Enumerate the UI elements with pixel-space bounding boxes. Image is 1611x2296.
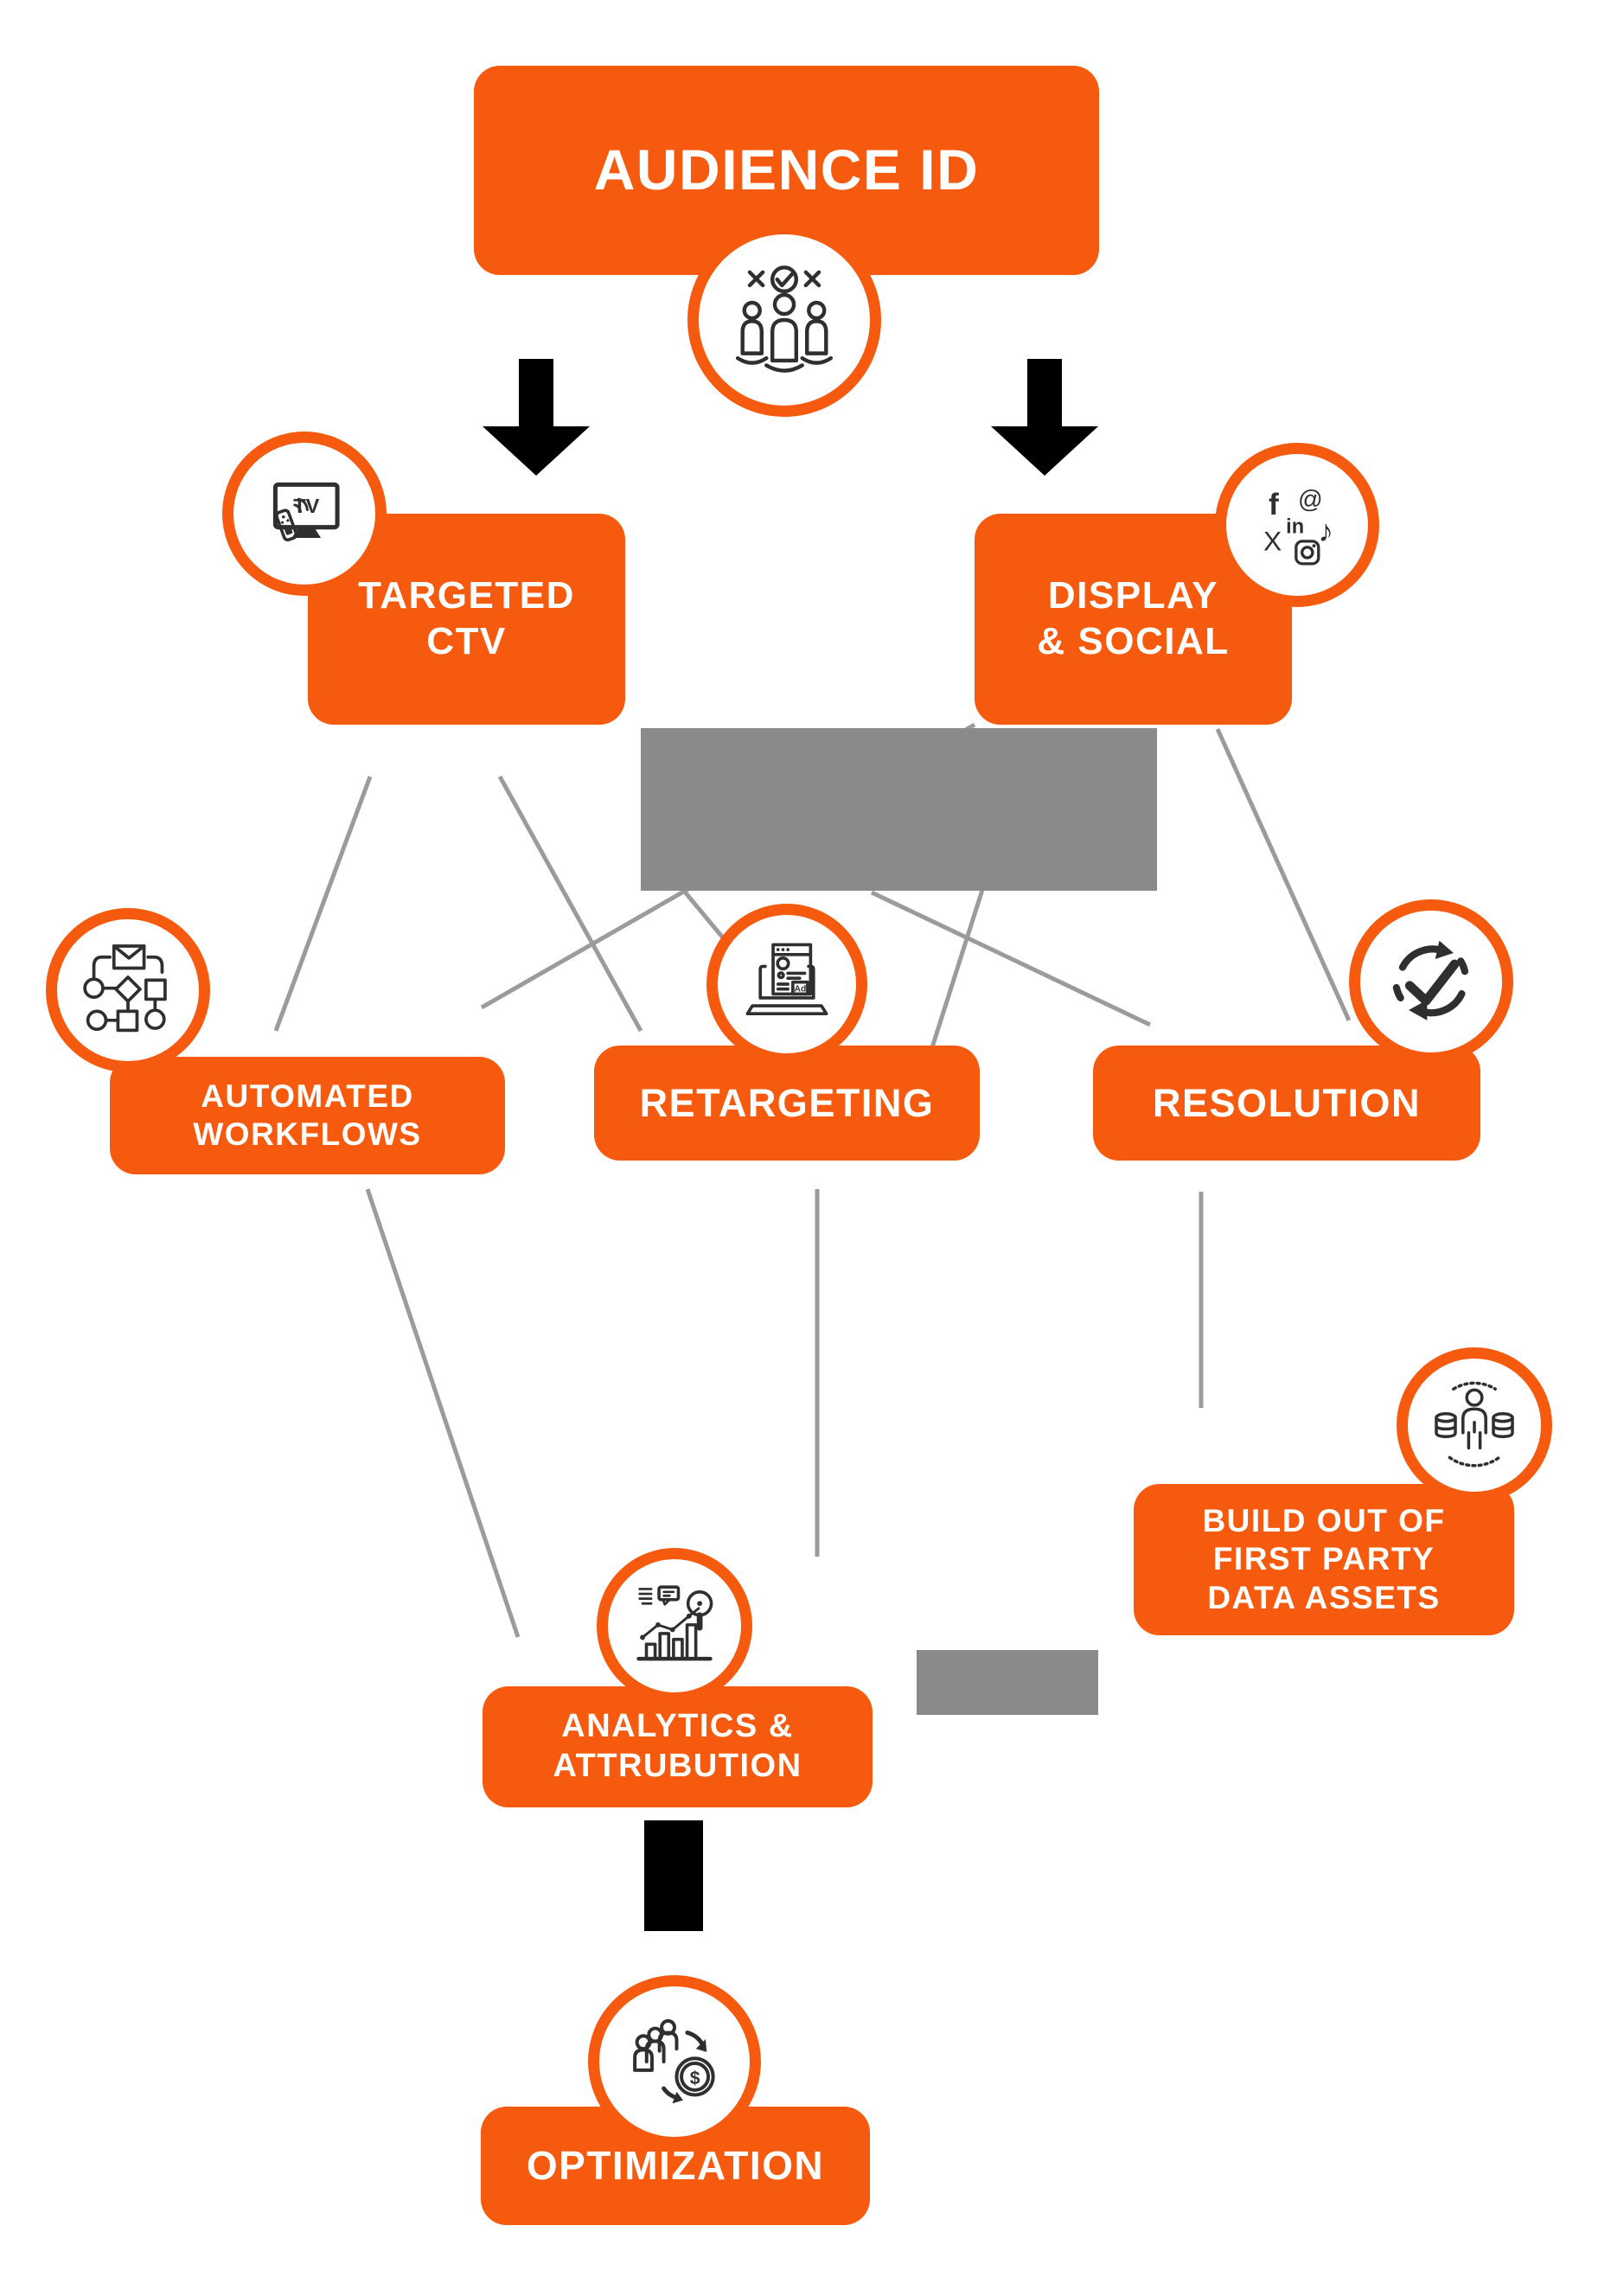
- node-label: CTV: [426, 620, 507, 662]
- facebook-icon: f: [1269, 488, 1279, 521]
- node-retargeting: RETARGETING: [594, 1046, 980, 1161]
- node-label: & SOCIAL: [1037, 620, 1230, 662]
- node-display-social: DISPLAY & SOCIAL: [975, 514, 1292, 725]
- down-arrow-right-icon: [991, 359, 1098, 476]
- connector: [365, 1188, 521, 1638]
- node-label: OPTIMIZATION: [526, 2142, 825, 2188]
- node-label: WORKFLOWS: [193, 1116, 422, 1152]
- sync-check-icon: [1349, 899, 1513, 1064]
- node-label: RETARGETING: [639, 1080, 935, 1125]
- dollar-label: $: [690, 2069, 700, 2088]
- instagram-icon: [1295, 540, 1320, 566]
- node-label: ANALYTICS &: [561, 1708, 794, 1745]
- node-first-party-data: BUILD OUT OF FIRST PARTY DATA ASSETS: [1134, 1484, 1514, 1635]
- redacted-box-small: [917, 1650, 1098, 1715]
- laptop-ad-icon: Ad: [706, 904, 867, 1065]
- db-cylinder-left: [1435, 1412, 1457, 1438]
- chart-magnifier-icon: [597, 1548, 752, 1704]
- threads-icon: @: [1298, 486, 1323, 514]
- node-label: BUILD OUT OF: [1202, 1502, 1446, 1538]
- node-analytics-attribution: ANALYTICS & ATTRUBUTION: [483, 1686, 873, 1807]
- down-arrow-left-icon: [483, 359, 590, 476]
- social-networks-icon: f @ X in ♪: [1215, 443, 1379, 607]
- node-label: DISPLAY: [1047, 574, 1219, 617]
- tiktok-icon: ♪: [1318, 515, 1333, 548]
- people-dollar-cycle-icon: $: [588, 1975, 761, 2148]
- db-cylinder-right: [1492, 1412, 1514, 1438]
- workflow-icon: [46, 908, 210, 1072]
- person-data-icon: [1397, 1347, 1552, 1503]
- ad-label: Ad: [795, 985, 807, 995]
- node-label: RESOLUTION: [1152, 1080, 1421, 1125]
- node-optimization: OPTIMIZATION: [481, 2107, 870, 2225]
- node-label: DATA ASSETS: [1207, 1579, 1441, 1615]
- node-label: AUDIENCE ID: [593, 138, 980, 202]
- node-label: TARGETED: [358, 574, 575, 617]
- node-automated-workflows: AUTOMATED WORKFLOWS: [110, 1057, 505, 1174]
- node-label: FIRST PARTY: [1212, 1541, 1435, 1577]
- connector: [497, 775, 643, 1033]
- linkedin-icon: in: [1286, 515, 1304, 537]
- connector: [1215, 727, 1352, 1022]
- audience-people-icon: [687, 223, 881, 417]
- node-label: AUTOMATED: [201, 1078, 414, 1114]
- tv-remote-icon: TV: [222, 432, 387, 596]
- down-bar-connector: [644, 1820, 703, 1931]
- x-icon: X: [1263, 526, 1282, 557]
- connector: [870, 890, 1152, 1027]
- node-resolution: RESOLUTION: [1093, 1046, 1480, 1161]
- connector: [273, 776, 373, 1032]
- redacted-box-large: [641, 728, 1157, 891]
- node-label: ATTRUBUTION: [553, 1748, 802, 1784]
